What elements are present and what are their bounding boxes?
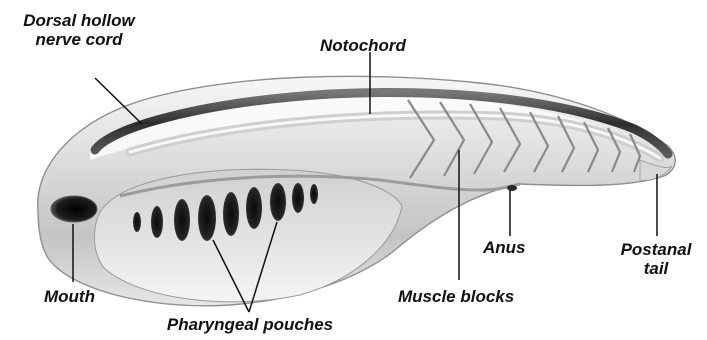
label-dorsal-nerve-cord-line2: nerve cord [6, 30, 152, 49]
pharyngeal-slit [133, 212, 141, 232]
pharyngeal-slit [198, 195, 216, 241]
pharyngeal-slit [174, 199, 190, 241]
label-dorsal-nerve-cord-line1: Dorsal hollow [6, 11, 152, 30]
label-pharyngeal-pouches: Pharyngeal pouches [150, 315, 350, 334]
pharyngeal-slit [292, 183, 304, 213]
pharyngeal-slit [270, 183, 286, 221]
mouth-opening [51, 196, 97, 222]
pharynx-region [94, 169, 402, 301]
label-postanal-tail: Postanal tail [610, 240, 702, 278]
label-postanal-tail-line2: tail [610, 259, 702, 278]
label-postanal-tail-line1: Postanal [610, 240, 702, 259]
pharyngeal-slit [310, 184, 318, 204]
label-notochord: Notochord [320, 36, 406, 55]
pharyngeal-slit [151, 206, 163, 238]
pharyngeal-slit [223, 192, 239, 236]
pharyngeal-slit [246, 187, 262, 229]
label-muscle-blocks: Muscle blocks [398, 287, 514, 306]
anus-opening [507, 185, 517, 191]
label-dorsal-nerve-cord: Dorsal hollow nerve cord [6, 11, 152, 49]
label-anus: Anus [483, 238, 526, 257]
label-mouth: Mouth [44, 287, 95, 306]
